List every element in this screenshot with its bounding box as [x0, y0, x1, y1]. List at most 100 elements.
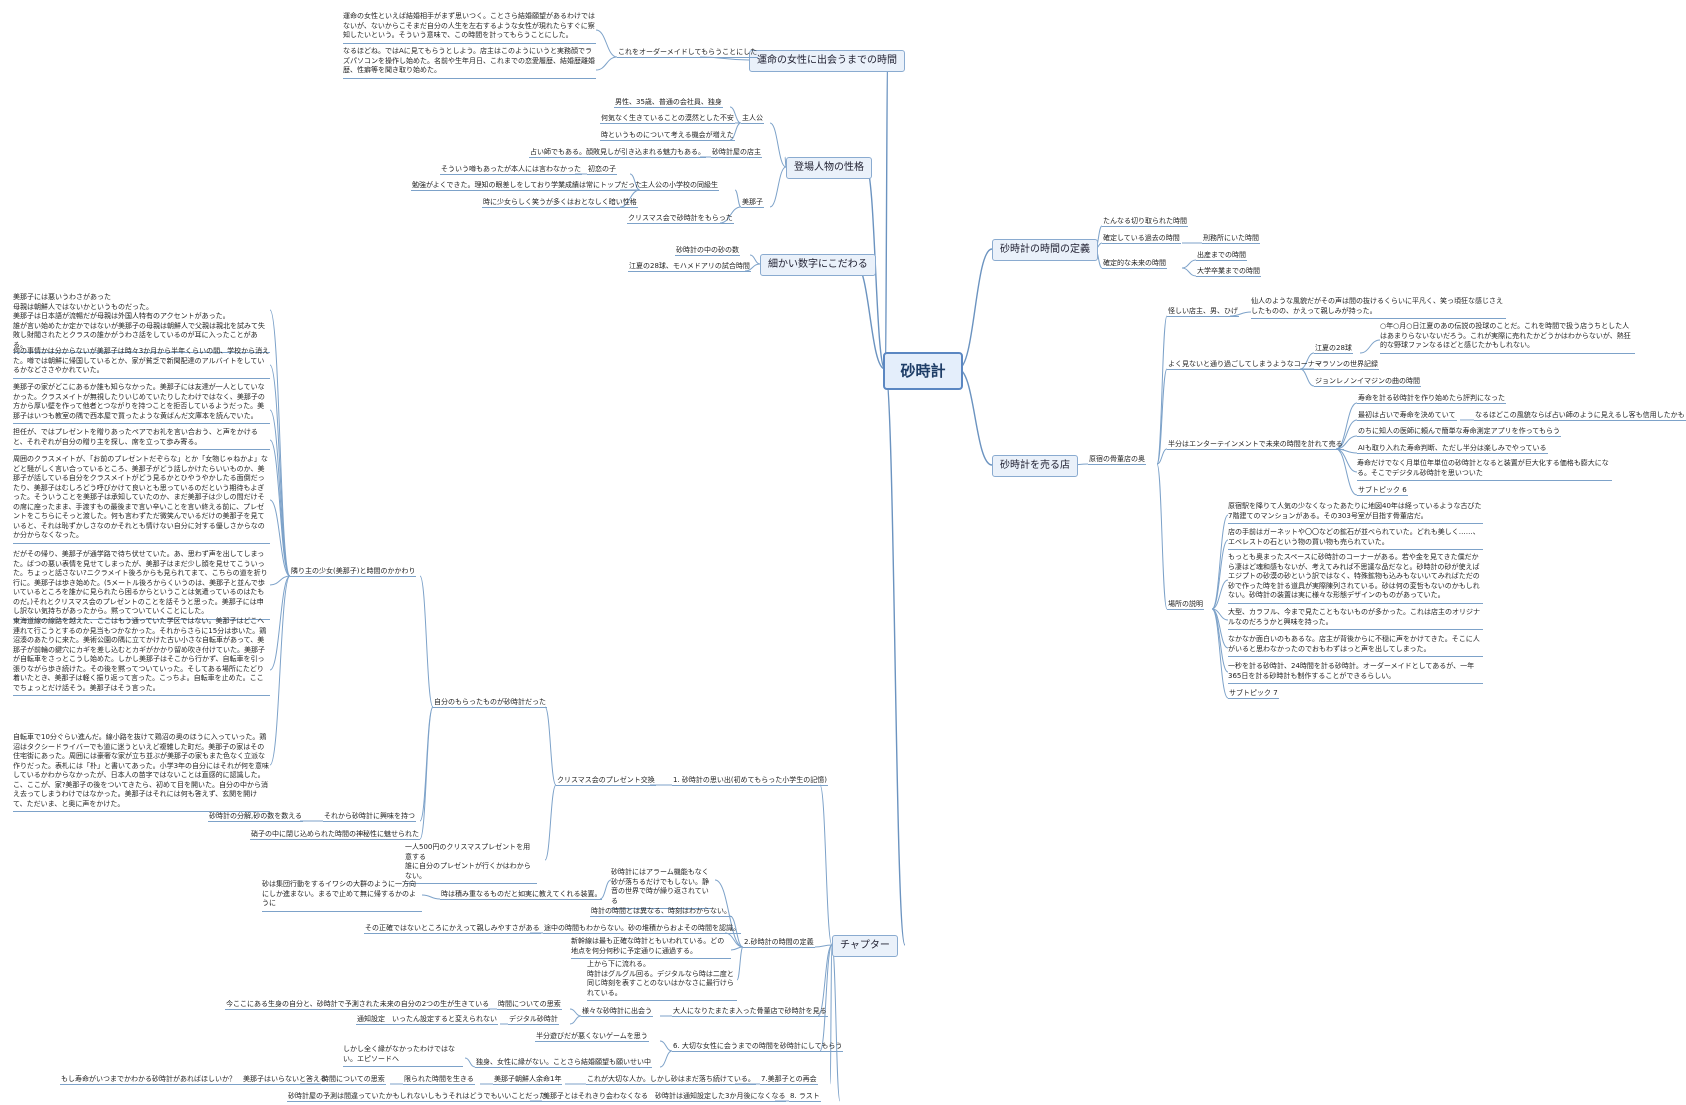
root-node[interactable]: 砂時計: [883, 352, 963, 390]
shop-sub6[interactable]: サブトピック 6: [1357, 486, 1408, 496]
shop-lennon[interactable]: ジョンレノンイマジンの曲の時間: [1314, 377, 1421, 387]
ch7-think[interactable]: 時間についての思索: [321, 1075, 386, 1085]
branch-character[interactable]: 登場人物の性格: [786, 157, 872, 179]
ch3-various[interactable]: 様々な砂時計に出会う: [581, 1007, 653, 1017]
ch7-wish[interactable]: もし寿命がいつまでかわかる砂時計があればほしいか？ 美那子はいらないと答える: [60, 1075, 328, 1085]
ch1-count-sand[interactable]: 砂時計の分解,砂の数を数える: [208, 812, 304, 822]
chapter-7[interactable]: 7.美那子との再会: [760, 1075, 818, 1085]
ch1-girl-0[interactable]: 美那子には悪いうわさがあった 母親は朝鮮人ではないかというものだった。 美那子は…: [13, 293, 270, 353]
shop-place-2[interactable]: 店の手前はガーネットや〇〇などの鉱石が並べられていた。どれも美しく……、エベレス…: [1228, 528, 1483, 550]
char-first-love-1[interactable]: そういう噂もあったが本人には言わなかった: [440, 165, 582, 175]
chapter-3[interactable]: 大人になりたまたま入った骨董店で砂時計を見る: [672, 1007, 828, 1017]
meet-paragraph-2[interactable]: なるほどね。ではAに見てもらうとしよう。店主はこのようにいうと実務顔でラズパソコ…: [343, 47, 596, 79]
branch-definition[interactable]: 砂時計の時間の定義: [992, 239, 1098, 261]
ch2-mid-1[interactable]: その正確ではないところにかえって親しみやすさがある: [364, 924, 541, 934]
chapter-6[interactable]: 6. 大切な女性に会うまでの時間を砂時計にしてもらう: [672, 1042, 844, 1052]
shop-enatsu[interactable]: 江夏の28球: [1314, 344, 1353, 354]
branch-chapter[interactable]: チャプター: [832, 935, 898, 957]
shop-place-3[interactable]: もっとも奥まったスペースに砂時計のコーナーがある。若や金を見てきた僕だから凄はど…: [1228, 553, 1483, 604]
ch2-sand[interactable]: 砂時計にはアラーム機能もなく砂が落ちるだけでもしない。静音の世界で時が繰り返され…: [611, 868, 711, 909]
ch1-budget[interactable]: 一人500円のクリスマスプレゼントを用意する 誰に自分のプレゼントが行くかはわか…: [405, 843, 537, 884]
ch3-digital[interactable]: デジタル砂時計: [508, 1015, 559, 1025]
chapter-2[interactable]: 2.砂時計の時間の定義: [743, 938, 815, 948]
ch1-girl-4[interactable]: 周囲のクラスメイトが、「お前のプレゼントだぞらな」とか「女物じゃねかよ」などと騒…: [13, 455, 270, 544]
def-3[interactable]: 確定的な未来の時間: [1102, 259, 1167, 269]
ch1-mystery[interactable]: 硝子の中に閉じ込められた時間の神秘性に魅せられた: [250, 830, 420, 840]
ch1-mine[interactable]: 自分のもらったものが砂時計だった: [433, 698, 547, 708]
shop-enatsu-desc[interactable]: ○年○月○日江夏のあの伝説の投球のことだ。これを時間で扱う店うちとした人はあまり…: [1380, 322, 1635, 354]
char-first-love[interactable]: 初恋の子: [587, 165, 617, 175]
shop-place-5[interactable]: なかなか面白いのもあるな。店主が背後からに不穏に声をかけてきた。そこに人がいると…: [1228, 635, 1483, 657]
ch7-fate[interactable]: これが大切な人か。しかし砂はまだ落ち続けている。: [586, 1075, 756, 1085]
shop-life[interactable]: 寿命を計る砂時計を作り始めたら評判になった: [1357, 394, 1506, 404]
meet-order[interactable]: これをオーダーメイドしてもらうことにした: [617, 48, 759, 58]
ch3-thought-1[interactable]: 今ここにある生身の自分と、砂時計で予測された未来の自分の2つの生が生きている: [225, 1000, 491, 1010]
ch8-last[interactable]: 砂時計屋の予測は間違っていたかもしれないしもうそれはどうでもいいことだった。: [287, 1092, 555, 1102]
char-xmas[interactable]: クリスマス会で砂時計をもらった: [627, 214, 734, 224]
shop-place-1[interactable]: 原宿駅を降りて人気の少なくなったあたりに地図40年は経っているような古びた7階建…: [1228, 502, 1483, 524]
def-3b[interactable]: 大学卒業までの時間: [1196, 267, 1261, 277]
char-mieko[interactable]: 美那子: [741, 198, 764, 208]
ch1-girl-1[interactable]: 何の事情かは分からないが美那子は時々3か月から半年くらいの間、学校から消えた。噂…: [13, 347, 270, 379]
chapter-1[interactable]: 1. 砂時計の思い出(初めてもらった小学生の記憶): [672, 776, 829, 786]
shop-owner[interactable]: 怪しい店主、男、ひげ: [1167, 307, 1239, 317]
meet-paragraph-1[interactable]: 運命の女性といえば結婚相手がまず思いつく。ことさら結婚願望があるわけではないが、…: [343, 12, 596, 44]
char-owner[interactable]: 砂時計屋の店主: [711, 148, 762, 158]
ch1-girl-2[interactable]: 美那子の家がどこにあるか誰も知らなかった。美那子には友達が一人としていなかった。…: [13, 383, 270, 424]
def-2[interactable]: 確定している過去の時間: [1102, 234, 1181, 244]
ch1-girl-6[interactable]: 東海道線の線路を越えた、ここはもう通っていた学区ではない。美那子はどこへ連れて行…: [13, 617, 270, 696]
branch-meet[interactable]: 運命の女性に出会うまでの時間: [749, 50, 905, 72]
ch6-single[interactable]: 独身、女性に縁がない。ことさら結婚願望も願いせい中: [475, 1058, 652, 1068]
ch1-then[interactable]: それから砂時計に興味を持つ: [323, 812, 416, 822]
ch3-thought[interactable]: 時間についての思索: [497, 1000, 562, 1010]
ch1-girl-7[interactable]: 自転車で10分ぐらい進んだ。線小路を抜けて鶏沼の奥のほうに入っていった。鶏沼はタ…: [13, 733, 270, 812]
char-hero[interactable]: 主人公: [741, 114, 764, 124]
shop-fortune-1[interactable]: なるほどこの風貌ならば占い師のように見えるし客も信用したかもしれない。: [1474, 410, 1686, 421]
ch1-girl-5[interactable]: だがその帰り、美那子が通学路で待ち伏せていた。あ、思わず声を出してしまった。ばつ…: [13, 550, 270, 620]
ch2-time[interactable]: 時は積み重なるものだと如実に教えてくれる装置。: [440, 890, 603, 900]
shop-fortune[interactable]: 最初は占いで寿命を決めていて: [1357, 411, 1457, 421]
ch6-single-1[interactable]: しかし全く縁がなかったわけではない。エピソードへ: [343, 1045, 463, 1067]
num-1[interactable]: 砂時計の中の砂の数: [675, 246, 740, 256]
ch8-end[interactable]: 美那子とはそれきり会わなくなる 砂時計は通知設定した3か月後になくなる: [542, 1092, 787, 1102]
def-3a[interactable]: 出産までの時間: [1196, 251, 1247, 261]
char-hero-2[interactable]: 何気なく生きていることの漠然とした不安: [600, 114, 735, 124]
ch2-mid[interactable]: 途中の時間もわからない。砂の堆積からおよその時間を認識。: [543, 924, 741, 934]
shop-marathon[interactable]: マラソンの世界記録: [1314, 360, 1379, 370]
ch7-meet[interactable]: 美那子朝鮮人余命1年: [493, 1075, 563, 1085]
shop-scale[interactable]: 寿命だけでなく月単位年単位の砂時計となると装置が巨大化する価格も膨大になる。そこ…: [1357, 459, 1612, 481]
ch2-bird[interactable]: 砂は集団行動をするイワシの大群のように一方向にしか進まない。まるで止めて無に帰す…: [262, 880, 422, 912]
ch2-flow[interactable]: 上から下に流れる。 時計はグルグル回る。デジタルなら時は二度と同じ時刻を表すこと…: [587, 960, 737, 1001]
shop-old-shop[interactable]: 原宿の骨董店の奥: [1088, 455, 1146, 465]
ch3-digital-1[interactable]: 通知設定 いったん設定すると変えられない: [356, 1015, 498, 1025]
shop-place-6[interactable]: 一秒を計る砂時計、24時間を計る砂時計。オーダーメイドとしてあるが、一年365日…: [1228, 662, 1483, 684]
chapter-8[interactable]: 8. ラスト: [789, 1092, 821, 1102]
shop-place-4[interactable]: 大型、カラフル、今まで見たこともないものが多かった。これは店主のオリジナルなのだ…: [1228, 608, 1483, 630]
branch-shop[interactable]: 砂時計を売る店: [992, 455, 1078, 477]
char-hero-1[interactable]: 男性、35歳、普通の会社員、独身: [614, 98, 723, 108]
ch7-limited[interactable]: 限られた時間を生きる: [403, 1075, 475, 1085]
shop-owner-desc[interactable]: 仙人のような風貌だがその声は間の抜けるくらいに平凡く、笑っ頃狂な感じさえしたもの…: [1251, 297, 1506, 319]
ch6-game[interactable]: 半分遊びだが悪くないゲームを思う: [535, 1032, 649, 1042]
shop-sub7[interactable]: サブトピック 7: [1228, 689, 1279, 699]
char-classmate[interactable]: 主人公の小学校の同級生: [640, 181, 719, 191]
def-1[interactable]: たんなる切り取られた時間: [1102, 217, 1188, 227]
shop-place[interactable]: 場所の説明: [1167, 600, 1204, 610]
ch1-xmas-present[interactable]: クリスマス会のプレゼント交換: [556, 776, 656, 786]
char-hero-3[interactable]: 時というものについて考える機会が増えた: [600, 131, 735, 141]
num-2[interactable]: 江夏の28球、モハメドアリの試合時間: [628, 262, 751, 272]
ch1-girl-3[interactable]: 担任が、ではプレゼントを贈りあったペアでお礼を言い合おう、と声をかけると、それぞ…: [13, 428, 270, 450]
shop-corner[interactable]: よく見ないと通り過ごしてしまうようなコーナー: [1167, 360, 1323, 370]
char-classmate-1[interactable]: 勉強がよくできた。理知の眼差しをしており学業成績は常にトップだった: [411, 181, 644, 191]
ch2-measure[interactable]: 新幹線は最も正確な時計ともいわれている。どの地点を何分何秒に予定通りに通過する。: [571, 937, 731, 959]
connector: [829, 944, 833, 1085]
ch1-girl[interactable]: 隣り主の少女(美那子)と時間のかかわり: [290, 567, 417, 577]
shop-future[interactable]: 半分はエンターテインメントで未来の時間を計れて売る: [1167, 440, 1344, 450]
shop-ai[interactable]: AIも取り入れた寿命判断、ただし半分は楽しみでやっている: [1357, 444, 1548, 454]
char-classmate-2[interactable]: 時に少女らしく笑うが多くはおとなしく暗い性格: [482, 198, 638, 208]
def-2a[interactable]: 刑務所にいた時間: [1202, 234, 1260, 244]
char-owner-1[interactable]: 占い師でもある。顔敗見しが引き込まれる魅力もある。: [529, 148, 706, 158]
shop-doctor[interactable]: のちに知人の医師に頼んで簡単な寿命測定アプリを作ってもらう: [1357, 427, 1561, 437]
ch2-sense[interactable]: 時計の時間とは異なる、時刻はわからない。: [590, 907, 732, 917]
branch-numbers[interactable]: 細かい数字にこだわる: [760, 254, 876, 276]
